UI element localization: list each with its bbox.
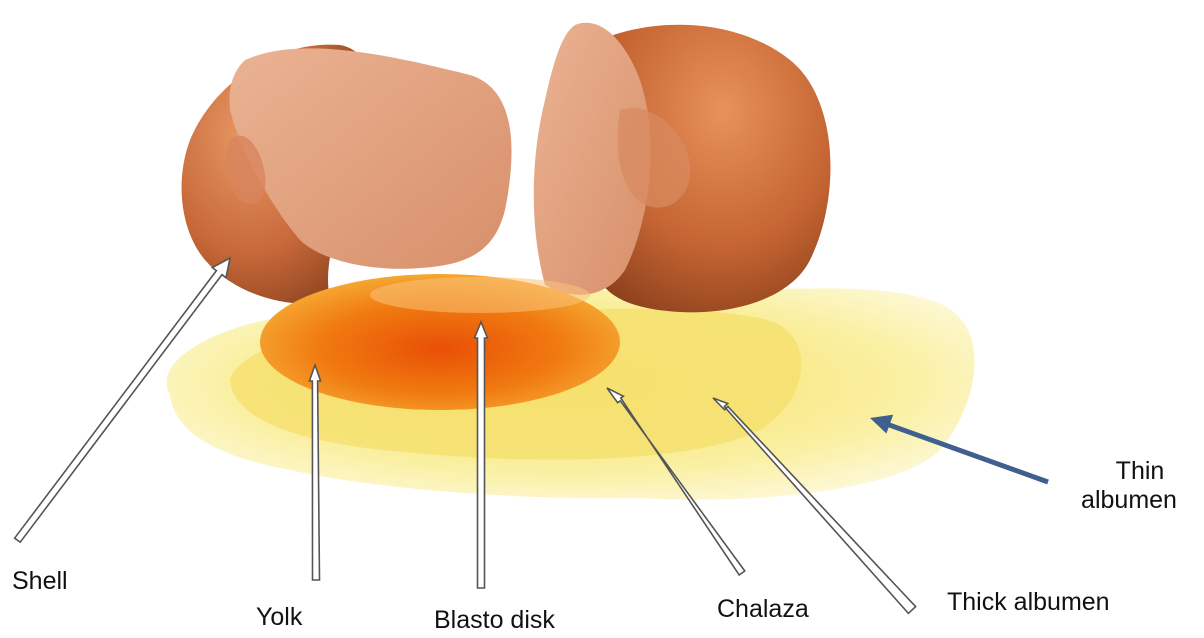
label-thin-albumen: Thin albumen [1082,457,1198,515]
label-thin-albumen-line2: albumen [1060,486,1198,515]
label-thick-albumen: Thick albumen [947,588,1110,617]
label-thin-albumen-line1: Thin [1082,457,1198,486]
yolk-highlight [370,277,590,313]
label-shell: Shell [12,567,68,596]
label-chalaza: Chalaza [717,595,809,624]
label-yolk: Yolk [256,603,302,632]
label-blasto-disk: Blasto disk [434,606,555,635]
